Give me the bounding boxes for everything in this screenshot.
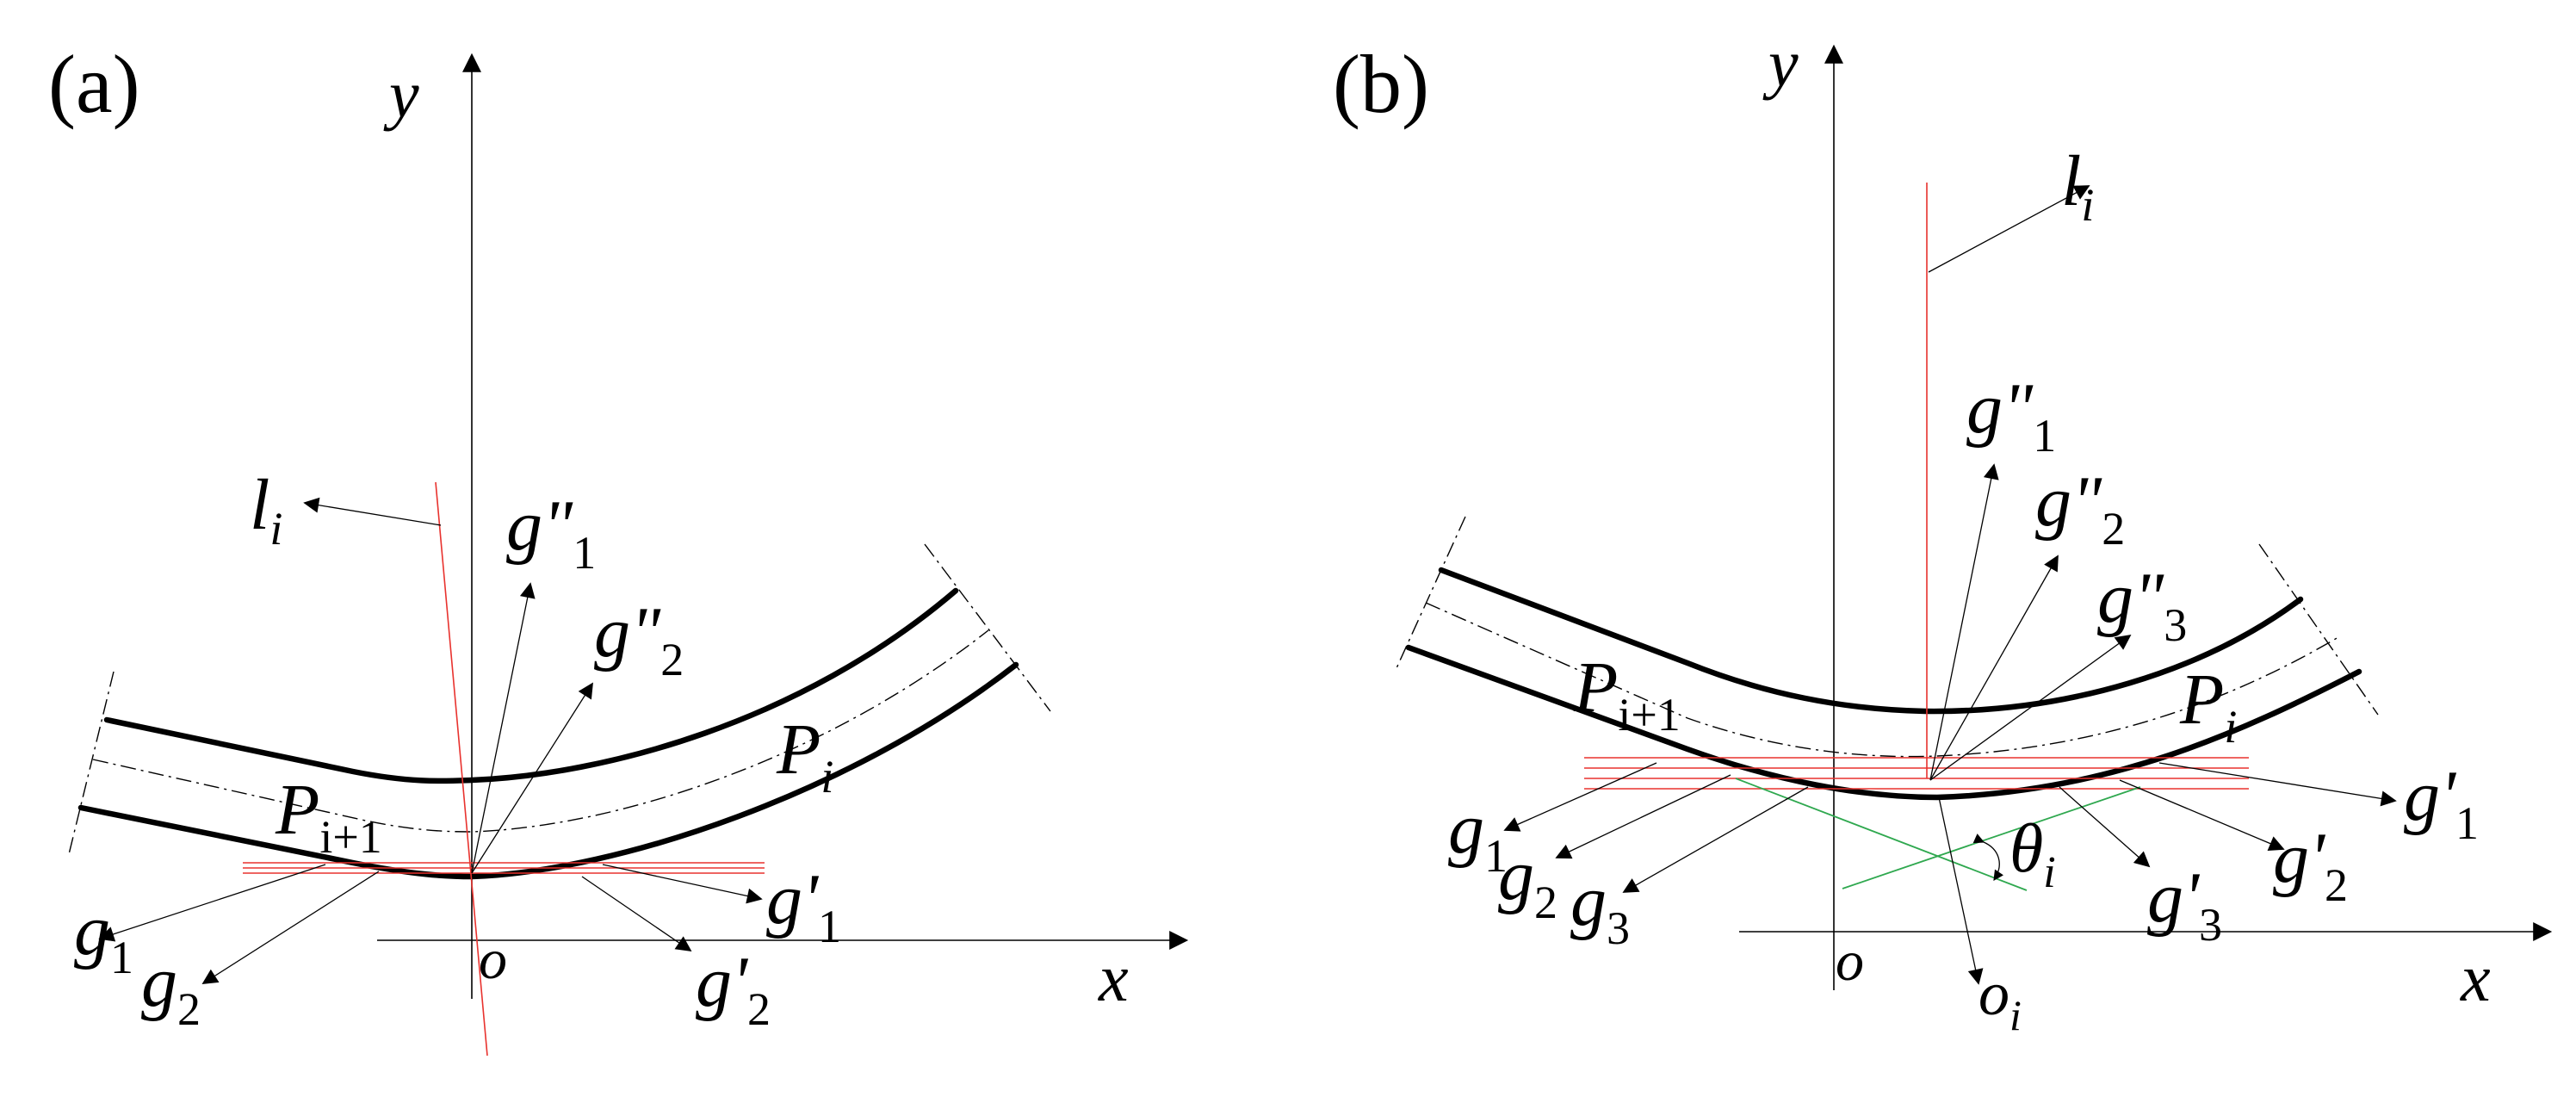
panel-b-red-lines [1584, 183, 2249, 790]
panel-b-vector-gpp1 [1929, 463, 1999, 781]
panel-a-vector-g2 [201, 871, 380, 984]
panel-a-gpp1-label: g"1 [506, 486, 596, 579]
panel-a-label: (a) [48, 38, 140, 130]
panel-b-vector-g1 [1503, 762, 1657, 832]
panel-a-vector-gp2 [581, 876, 692, 952]
panel-a-upper-curve [103, 587, 959, 784]
panel-b-lower-curve [1405, 644, 2362, 801]
panel-a-y-label: y [383, 57, 419, 132]
panel-b-angle-label: θi [2009, 811, 2056, 897]
panel-a-left-cut [68, 671, 115, 855]
panel-b-y-label: y [1762, 26, 1799, 101]
panel-a-gp1-label: g'1 [766, 859, 841, 952]
panel-b-angle-arc [1972, 834, 2003, 881]
panel-b-l-label: li [2061, 141, 2094, 231]
panel-b-gp1-label: g'1 [2404, 756, 2479, 849]
panel-b-center-curve [1425, 602, 2339, 758]
panel-a-g2-label: g2 [141, 942, 201, 1035]
panel-b-vector-g2 [1555, 774, 1731, 859]
panel-a-center-curve [92, 629, 989, 833]
panel-b-g3-label: g3 [1570, 861, 1630, 954]
panel-b-x-label: x [2460, 940, 2491, 1015]
panel-a-right-cut [924, 543, 1051, 712]
panel-a-gp2-label: g'2 [696, 942, 771, 1035]
panel-a-x-label: x [1098, 940, 1129, 1015]
panel-b-vector-gp3 [2059, 786, 2151, 868]
panel-a-vector-gpp2 [471, 682, 593, 874]
panel-a-red-lines [243, 481, 765, 1057]
panel-b-g1-label: g1 [1448, 789, 1508, 882]
panel-a-l-leader [303, 497, 442, 526]
panel-b-gp3-label: g'3 [2147, 858, 2222, 951]
panel-a-vector-gp1 [602, 864, 763, 904]
panel-b-l-leader [1928, 185, 2090, 273]
panel-b-g2-label: g2 [1498, 835, 1557, 928]
panel-a-vector-g1 [98, 864, 326, 942]
panel-b-gp2-label: g'2 [2273, 818, 2348, 911]
panel-b-green-line-2 [1842, 786, 2141, 889]
panel-a-g1-label: g1 [74, 890, 133, 983]
panel-b-upper-curve-label: Pi [2179, 660, 2237, 753]
panel-a-origin-label: o [479, 928, 507, 991]
panel-a-gpp2-label: g"2 [594, 592, 684, 685]
panel-b: (b) y x o li oi [1333, 26, 2553, 1039]
panel-a: (a) y x o li Pi Pi+1 g"1 [48, 38, 1189, 1057]
panel-b-gpp2-label: g"2 [2035, 462, 2125, 555]
panel-b-center-label: oi [1978, 959, 2022, 1039]
panel-b-vector-gp1 [2158, 762, 2397, 807]
panel-b-vector-gp2 [2119, 779, 2285, 852]
panel-b-vector-g3 [1622, 786, 1809, 893]
panel-a-l-label: li [250, 465, 282, 555]
panel-b-gpp1-label: g"1 [1966, 369, 2056, 462]
panel-b-lower-curve-label: Pi+1 [1573, 648, 1681, 741]
panel-b-origin-label: o [1836, 930, 1864, 993]
panel-b-vector-oi [1938, 796, 1984, 985]
panel-a-line-l [435, 481, 488, 1057]
panel-a-lower-curve-label: Pi+1 [275, 770, 382, 863]
panel-b-vector-gpp3 [1929, 634, 2132, 781]
panel-a-upper-curve-label: Pi [776, 710, 833, 803]
panel-b-gpp3-label: g"3 [2097, 558, 2187, 651]
panel-b-label: (b) [1333, 38, 1429, 130]
panel-b-vector-gpp2 [1929, 555, 2059, 781]
panel-a-vector-gpp1 [471, 582, 536, 874]
panel-b-right-cut [2258, 543, 2379, 716]
